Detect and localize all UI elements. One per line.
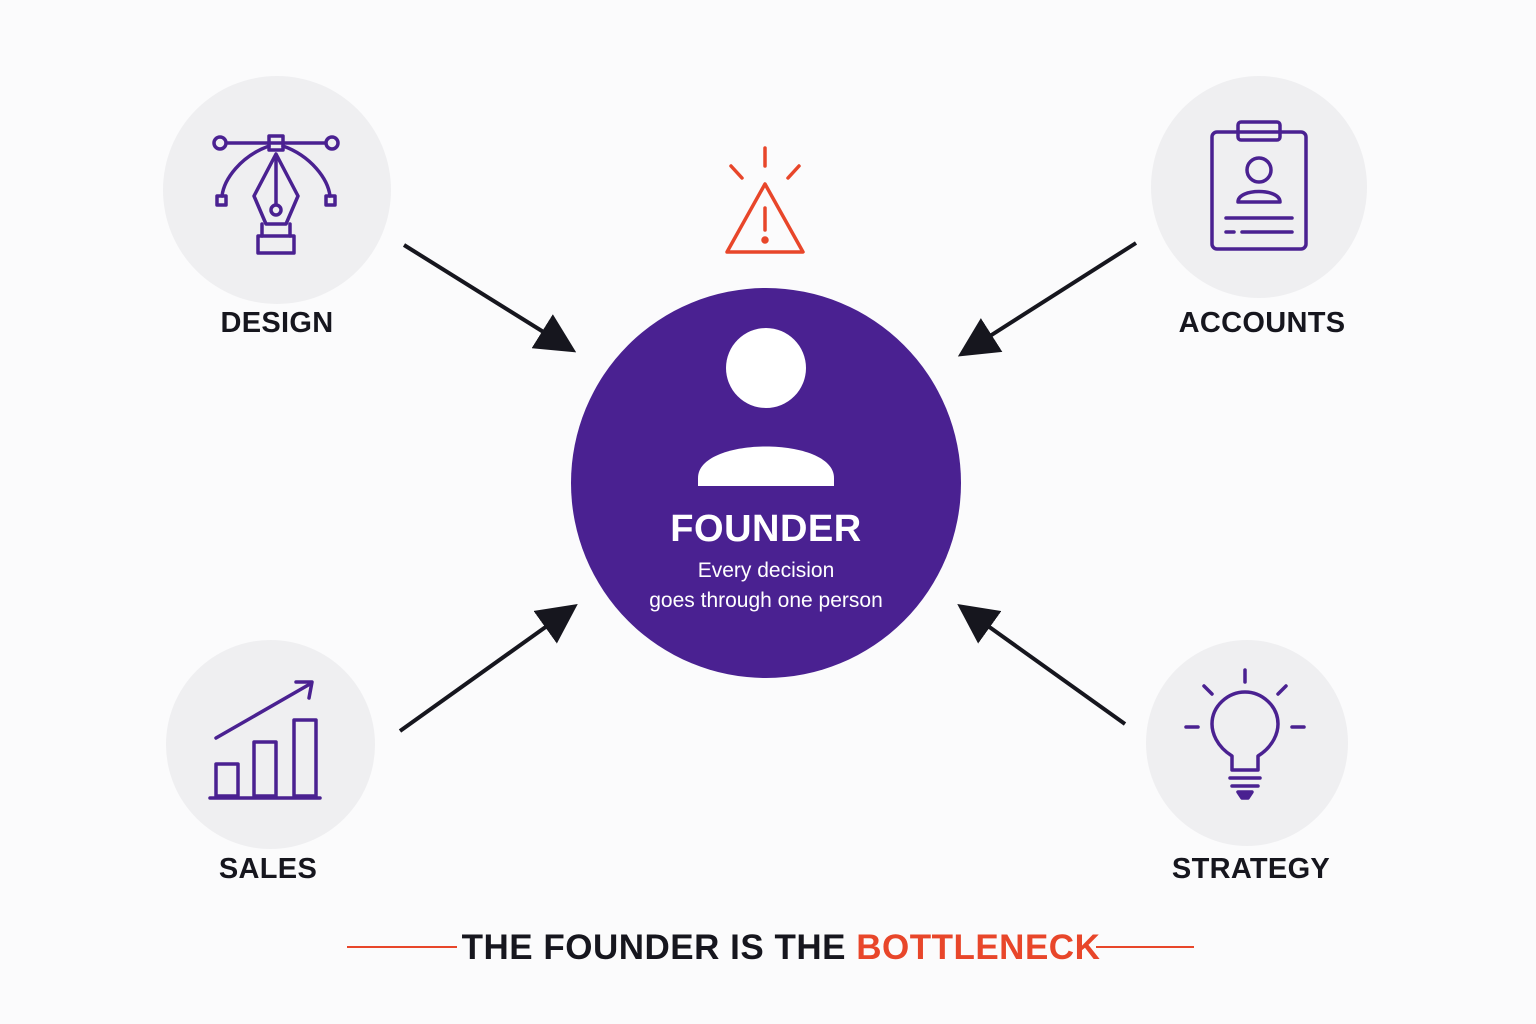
warning-triangle-icon [725, 146, 805, 254]
arrow-strategy-to-founder [957, 604, 1127, 726]
person-icon [698, 328, 834, 486]
arrow-accounts-to-founder [957, 241, 1138, 357]
sales-node [166, 640, 375, 849]
pen-tool-icon [212, 134, 340, 255]
arrow-sales-to-founder [398, 604, 578, 733]
accounts-label: ACCOUNTS [1178, 307, 1346, 339]
lightbulb-icon [1184, 668, 1306, 800]
strategy-label: STRATEGY [1171, 853, 1331, 885]
design-label: DESIGN [220, 307, 334, 339]
footer-caption: THE FOUNDER IS THE BOTTLENECK [0, 924, 1536, 970]
footer-text-accent: BOTTLENECK [856, 928, 1101, 967]
founder-title: FOUNDER [670, 508, 862, 550]
accounts-node [1151, 76, 1367, 298]
strategy-node [1146, 640, 1348, 846]
arrow-design-to-founder [402, 243, 577, 353]
founder-subtitle-line2: goes through one person [649, 589, 883, 612]
footer-rule-left [347, 946, 457, 948]
founder-subtitle-line1: Every decision [697, 559, 835, 582]
sales-label: SALES [218, 853, 318, 885]
footer-text: THE FOUNDER IS THE BOTTLENECK [462, 928, 1101, 968]
footer-text-main: THE FOUNDER IS THE [461, 928, 857, 967]
id-badge-icon [1210, 120, 1308, 251]
footer-rule-right [1096, 946, 1194, 948]
bar-chart-growth-icon [208, 680, 322, 800]
